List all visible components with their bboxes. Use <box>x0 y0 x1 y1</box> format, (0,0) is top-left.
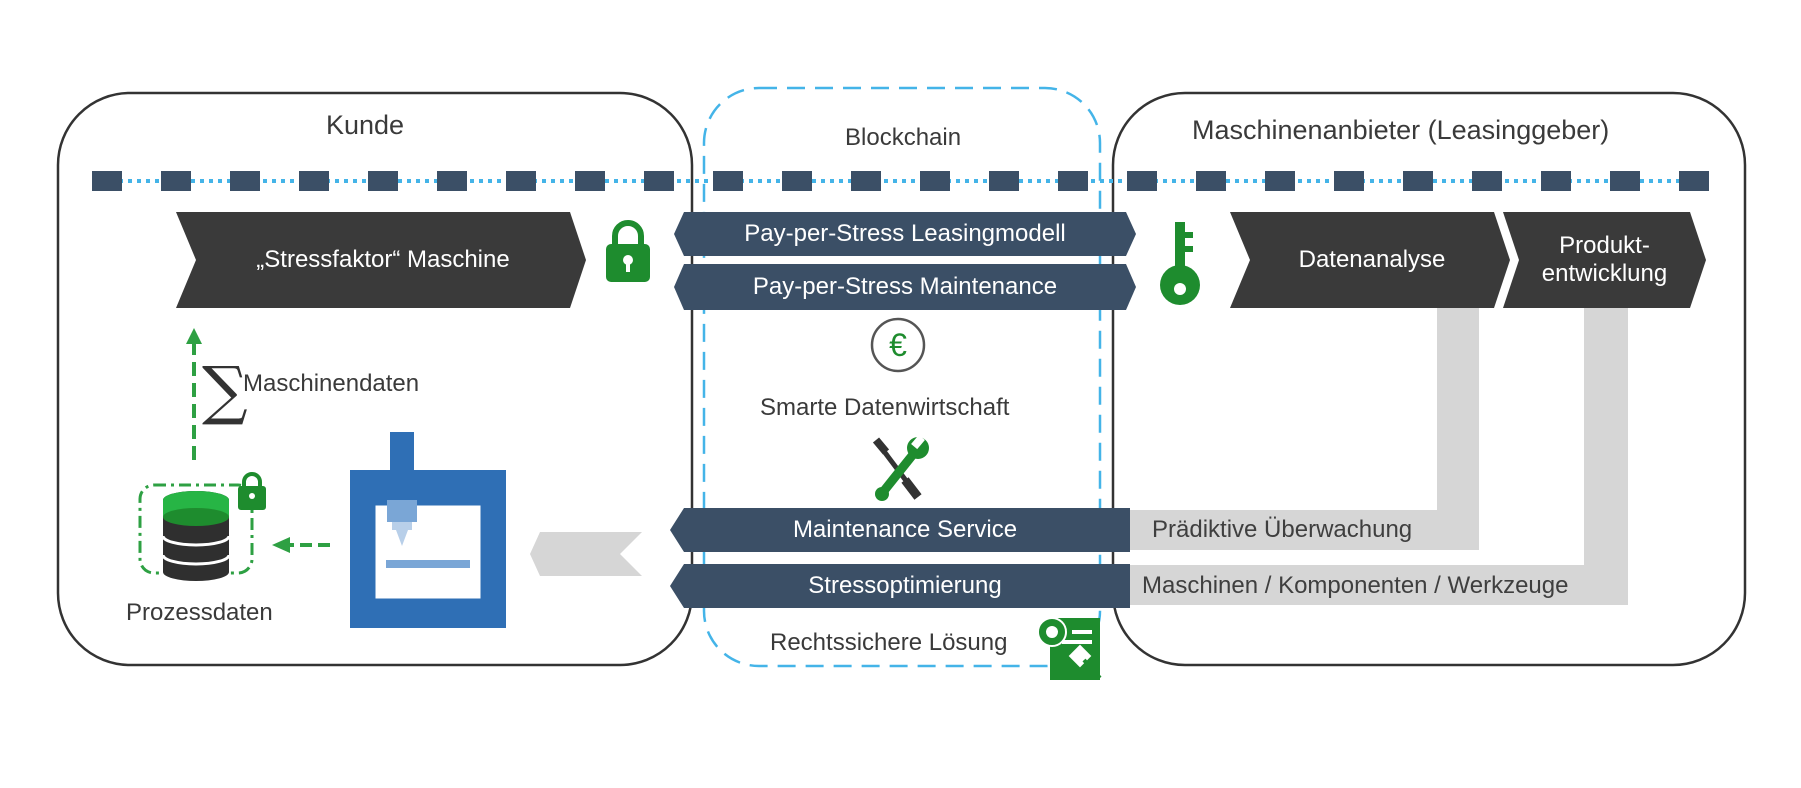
chain-block <box>851 171 881 191</box>
small-lock-icon <box>238 472 266 510</box>
product-dev-line1: Produkt- <box>1559 232 1650 259</box>
chain-block <box>1334 171 1364 191</box>
chain-block <box>1403 171 1433 191</box>
cnc-machine-icon <box>350 432 506 628</box>
wrench-screwdriver-icon <box>872 434 929 501</box>
chain-block <box>575 171 605 191</box>
chain-block <box>437 171 467 191</box>
process-data-label: Prozessdaten <box>126 599 273 626</box>
data-analysis-label: Datenanalyse <box>1298 246 1446 273</box>
blockchain-title: Blockchain <box>845 124 962 151</box>
product-dev-shape <box>1503 212 1706 308</box>
smart-data-label: Smarte Datenwirtschaft <box>760 394 1010 421</box>
band-service <box>670 508 1130 552</box>
machine-data-arrow <box>186 328 202 460</box>
chain-block <box>92 171 122 191</box>
chain-block <box>299 171 329 191</box>
certificate-icon <box>1037 617 1102 680</box>
product-dev-label: Produkt- entwicklung <box>1519 212 1690 308</box>
stress-arrow-label: „Stressfaktor“ Maschine <box>256 246 510 273</box>
connector-predictive <box>1130 307 1479 550</box>
customer-title: Kunde <box>326 110 405 140</box>
chain-block <box>782 171 812 191</box>
machine-data-label: Maschinendaten <box>243 370 420 397</box>
process-data-arrow <box>272 537 330 553</box>
euro-icon: € <box>870 317 926 373</box>
database-icon <box>138 483 254 581</box>
band-optimization <box>670 564 1130 608</box>
product-dev-line2: entwicklung <box>1541 260 1668 287</box>
chain-block <box>1265 171 1295 191</box>
predictive-monitoring-label: Prädiktive Überwachung <box>1152 516 1413 543</box>
gray-connectors <box>530 307 1628 605</box>
connector-machines <box>1130 307 1628 605</box>
customer-panel <box>56 91 694 667</box>
chain-block <box>161 171 191 191</box>
blockchain-panel <box>702 86 1102 668</box>
chain-block <box>644 171 674 191</box>
chain-block <box>713 171 743 191</box>
provider-title: Maschinenanbieter (Leasinggeber) <box>1192 115 1610 145</box>
maintenance-service-label: Maintenance Service <box>792 516 1018 543</box>
lock-icon <box>606 220 650 282</box>
chain-block <box>368 171 398 191</box>
key-icon <box>1160 222 1200 305</box>
chain-block <box>1679 171 1709 191</box>
blockchain-chain <box>92 171 1712 191</box>
chain-block <box>1127 171 1157 191</box>
svg-text:€: € <box>889 327 907 363</box>
chain-block <box>230 171 260 191</box>
chain-block <box>506 171 536 191</box>
chain-block <box>1610 171 1640 191</box>
legal-solution-label: Rechtssichere Lösung <box>770 629 1008 656</box>
leasing-model-label: Pay-per-Stress Leasingmodell <box>744 220 1066 247</box>
return-arrow-gray <box>530 532 642 576</box>
chain-block <box>1472 171 1502 191</box>
band-leasing <box>674 212 1136 256</box>
data-analysis-shape <box>1230 212 1510 308</box>
sum-icon: ∑ <box>202 354 248 428</box>
stress-arrow-shape <box>176 212 586 308</box>
chain-block <box>1541 171 1571 191</box>
band-maintenance <box>674 264 1136 310</box>
chain-block <box>1196 171 1226 191</box>
provider-panel <box>1111 91 1747 667</box>
maintenance-label: Pay-per-Stress Maintenance <box>752 273 1058 300</box>
chain-block <box>1058 171 1088 191</box>
stress-optimization-label: Stressoptimierung <box>808 572 1002 599</box>
machines-components-label: Maschinen / Komponenten / Werkzeuge <box>1142 572 1569 599</box>
chain-block <box>920 171 950 191</box>
chain-block <box>989 171 1019 191</box>
